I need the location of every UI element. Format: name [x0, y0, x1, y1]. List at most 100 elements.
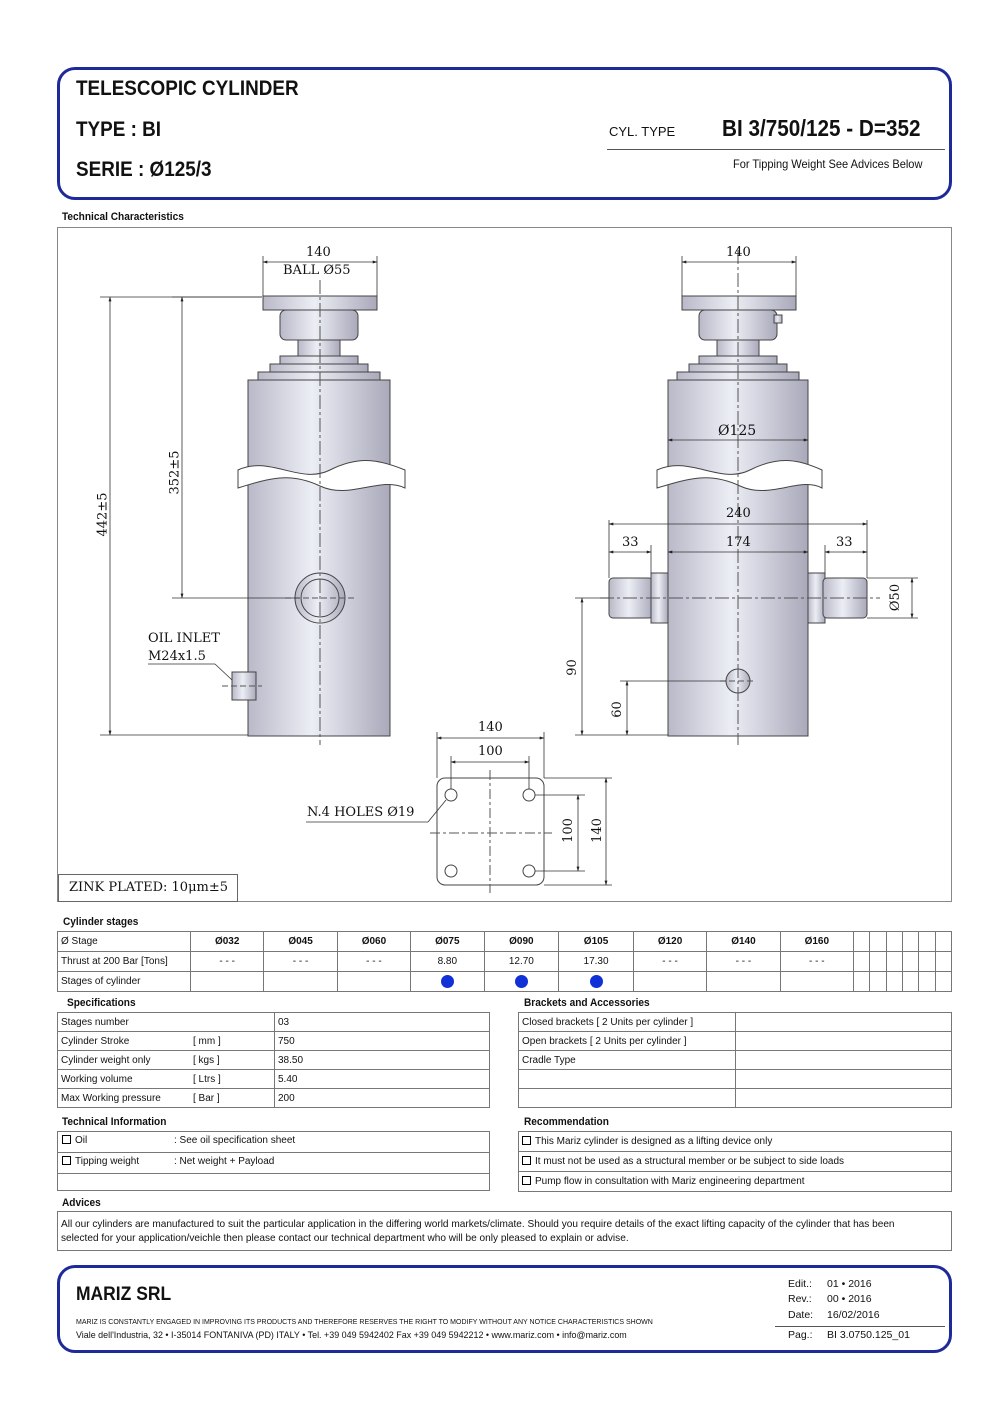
bracket-value: [735, 1088, 952, 1108]
technical-drawing: [100, 250, 918, 893]
thrust-cell: - - -: [189, 951, 265, 972]
cylinder-stages-title: Cylinder stages: [63, 916, 139, 928]
dim-33-left-label: 33: [622, 535, 639, 550]
tech-info-row: Oil: See oil specification sheet: [58, 1132, 489, 1153]
hole-tr: [522, 788, 536, 802]
tech-info-label: Oil: [75, 1135, 88, 1146]
recommendation-text: This Mariz cylinder is designed as a lif…: [535, 1136, 773, 1147]
thrust-label: Thrust at 200 Bar [Tons]: [57, 951, 191, 972]
technical-information-title: Technical Information: [62, 1116, 167, 1128]
checkbox-icon: [62, 1156, 71, 1165]
bracket-row: Closed brackets [ 2 Units per cylinder ]: [518, 1012, 952, 1032]
ball-socket: [279, 309, 359, 341]
document-title: TELESCOPIC CYLINDER: [76, 77, 299, 100]
base-dim-140-side: 140: [589, 818, 605, 843]
spec-value: 200: [274, 1088, 490, 1108]
spec-row: Max Working pressure[ Bar ]200: [57, 1088, 490, 1108]
stage-indicator-cell: [901, 971, 920, 992]
thrust-cell: [885, 951, 903, 972]
recommendation-row: This Mariz cylinder is designed as a lif…: [518, 1131, 952, 1152]
bracket-row: Cradle Type: [518, 1050, 952, 1070]
dim-240-label: 240: [726, 506, 751, 521]
thrust-cell: [901, 951, 920, 972]
thrust-cell: 12.70: [483, 951, 560, 972]
bracket-value: [735, 1031, 952, 1051]
hole-br: [522, 864, 536, 878]
stage-header-cell: Ø045: [263, 931, 338, 952]
recommendation-table: This Mariz cylinder is designed as a lif…: [518, 1131, 952, 1192]
advices-box: [57, 1211, 952, 1251]
checkbox-icon: [522, 1176, 531, 1185]
advices-text: All our cylinders are manufactured to su…: [61, 1218, 895, 1244]
bracket-row: [518, 1069, 952, 1089]
specifications-title: Specifications: [67, 997, 136, 1009]
right-view: [600, 250, 880, 745]
spec-row: Working volume[ Ltrs ]5.40: [57, 1069, 490, 1089]
recommendation-row: Pump flow in consultation with Mariz eng…: [518, 1171, 952, 1192]
spec-value: 750: [274, 1031, 490, 1051]
checkbox-icon: [522, 1136, 531, 1145]
checkbox-icon: [62, 1135, 71, 1144]
dim-60-label: 60: [609, 701, 625, 718]
spec-label: Stages number: [61, 1016, 129, 1028]
legal-notice: MARIZ IS CONSTANTLY ENGAGED IN IMPROVING…: [76, 1319, 653, 1326]
stage-dots-row: Stages of cylinder: [57, 971, 953, 992]
active-stage-dot-icon: [514, 975, 528, 988]
spec-value: 03: [274, 1012, 490, 1032]
stage-header-cell: [885, 931, 903, 952]
thrust-cell: 17.30: [558, 951, 634, 972]
stage-indicator-cell: [263, 971, 338, 992]
stage-indicator-cell: [558, 971, 634, 992]
header-frame: [57, 67, 952, 200]
holes-label: N.4 HOLES Ø19: [307, 805, 415, 820]
bracket-label: [518, 1069, 736, 1089]
pin-diameter-label: Ø50: [888, 583, 904, 612]
rev-label: Rev.:: [788, 1293, 812, 1305]
spec-unit: [ mm ]: [193, 1035, 221, 1047]
stage-header-cell: Ø120: [632, 931, 708, 952]
cyl-type-value: BI 3/750/125 - D=352: [722, 115, 921, 141]
spec-row: Stages number 03: [57, 1012, 490, 1032]
tipping-note: For Tipping Weight See Advices Below: [733, 157, 923, 171]
stage-indicator-cell: [918, 971, 936, 992]
technical-characteristics-title: Technical Characteristics: [62, 211, 184, 223]
stroke-dim-label: 352±5: [167, 450, 183, 495]
stage-indicator-cell: [934, 971, 953, 992]
dim-33-right-label: 33: [836, 535, 853, 550]
date-label: Date:: [788, 1309, 814, 1321]
advices-title: Advices: [62, 1197, 101, 1209]
page-label: Pag.:: [788, 1329, 813, 1341]
neck: [297, 339, 341, 357]
cylinder-serie: SERIE : Ø125/3: [76, 158, 212, 181]
thrust-cell: [869, 951, 887, 972]
base-dim-100-top: 100: [478, 744, 503, 759]
bracket-value: [735, 1012, 952, 1032]
oil-thread-label: M24x1.5: [148, 649, 206, 664]
total-dim-label: 442±5: [95, 492, 111, 537]
bracket-label: [518, 1088, 736, 1108]
company-address: Viale dell'Industria, 32 • I-35014 FONTA…: [76, 1330, 627, 1341]
recommendation-row: It must not be used as a structural memb…: [518, 1151, 952, 1172]
tech-info-row: Tipping weight: Net weight + Payload: [58, 1153, 489, 1174]
stage-header-cell: [901, 931, 920, 952]
bracket-label: Cradle Type: [518, 1050, 736, 1070]
ball-diameter-label: BALL Ø55: [283, 263, 351, 278]
spec-unit: [ kgs ]: [193, 1054, 220, 1066]
spec-value: 38.50: [274, 1050, 490, 1070]
spec-row: Cylinder weight only [ kgs ] 38.50: [57, 1050, 490, 1070]
recommendation-title: Recommendation: [524, 1116, 609, 1128]
stage-indicator-cell: [706, 971, 781, 992]
date-value: 16/02/2016: [827, 1309, 880, 1321]
oil-inlet-label: OIL INLET: [148, 631, 220, 646]
cylinder-body: [247, 379, 391, 737]
stage-thrust-row: Thrust at 200 Bar [Tons]- - -- - -- - -8…: [57, 951, 953, 972]
thrust-cell: - - -: [263, 951, 338, 972]
spec-label: Cylinder weight only: [61, 1054, 151, 1066]
stage-header-cell: [852, 931, 871, 952]
stage-indicator-cell: [885, 971, 903, 992]
cyl-type-label: CYL. TYPE: [609, 124, 676, 139]
stage-indicator-cell: [483, 971, 560, 992]
spec-label: Max Working pressure: [61, 1092, 161, 1104]
